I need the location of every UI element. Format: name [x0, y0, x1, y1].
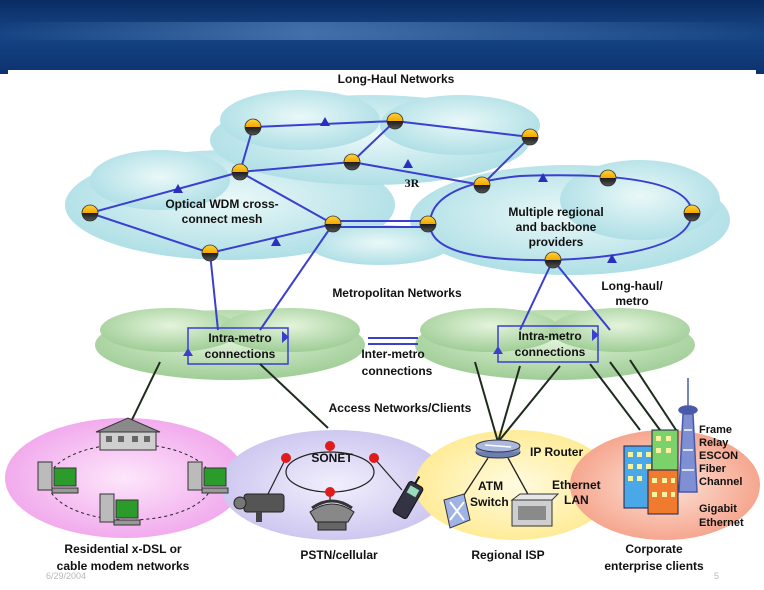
metro-cloud-right — [415, 308, 695, 380]
optical-wdm-label-line2: connect mesh — [182, 212, 263, 226]
fiber-channel-label-line2: Channel — [699, 476, 742, 488]
sonet-label: SONET — [311, 451, 353, 465]
node-disc-icon — [544, 251, 562, 269]
intra-metro-right-label-line2: connections — [515, 345, 586, 359]
residential-label-line2: cable modem networks — [57, 559, 190, 573]
node-disc-icon — [81, 204, 99, 222]
camera-icon — [233, 493, 285, 522]
node-disc-icon — [231, 163, 249, 181]
node-disc-icon — [419, 215, 437, 233]
node-disc-icon — [324, 215, 342, 233]
multiple-regional-label-line2: and backbone — [516, 220, 597, 234]
intra-metro-box-right — [493, 325, 599, 363]
triangle-marker-icon — [271, 237, 281, 246]
footer-date: 6/29/2004 — [46, 571, 86, 581]
inter-metro-link — [368, 337, 418, 345]
access-links — [127, 359, 677, 443]
long-haul-networks-label: Long-Haul Networks — [338, 72, 455, 86]
access-networks-label: Access Networks/Clients — [329, 401, 472, 415]
office-buildings-icon — [623, 429, 679, 515]
header-band — [0, 0, 764, 74]
node-disc-icon — [386, 112, 404, 130]
computer-icon — [37, 461, 79, 494]
triangle-marker-icon — [320, 117, 330, 126]
node-disc-icon — [521, 128, 539, 146]
node-disc-icon — [343, 153, 361, 171]
node-disc-icon — [599, 169, 617, 187]
intra-metro-right-label-line1: Intra-metro — [518, 329, 581, 343]
inter-metro-label-line1: Inter-metro — [361, 347, 424, 361]
residential-label-line1: Residential x-DSL or — [64, 542, 181, 556]
radio-tower-icon — [678, 378, 698, 493]
triangle-marker-icon — [403, 159, 413, 168]
frame-relay-label-line1: Frame — [699, 424, 732, 436]
footer-page-number: 5 — [714, 571, 719, 581]
ethernet-lan-label-line1: Ethernet — [552, 478, 601, 492]
intra-metro-box-left — [183, 327, 289, 365]
long-haul-cloud — [65, 90, 730, 275]
computer-icon — [187, 461, 229, 494]
intra-metro-left-label-line1: Intra-metro — [208, 331, 271, 345]
metropolitan-networks-label: Metropolitan Networks — [332, 286, 462, 300]
residential-cloud — [5, 418, 245, 538]
triangle-marker-icon — [173, 184, 183, 193]
network-nodes — [81, 112, 701, 269]
sonet-ring — [267, 441, 403, 502]
corporate-label-line1: Corporate — [625, 542, 683, 556]
long-haul-metro-label-line2: metro — [615, 294, 648, 308]
triangle-marker-icon — [607, 254, 617, 263]
ethernet-lan-icon — [510, 493, 560, 527]
intra-metro-left-label-line2: connections — [205, 347, 276, 361]
atm-switch-icon — [443, 493, 471, 529]
optical-wdm-label-line1: Optical WDM cross- — [165, 197, 278, 211]
fiber-channel-label-line1: Fiber — [699, 463, 727, 475]
atm-switch-label-line2: Switch — [470, 495, 509, 509]
telephone-icon — [309, 499, 355, 531]
node-disc-icon — [473, 176, 491, 194]
node-disc-icon — [683, 204, 701, 222]
frame-relay-label-line2: Relay — [699, 437, 729, 449]
ip-router-label: IP Router — [530, 445, 583, 459]
gigabit-ethernet-label-line1: Gigabit — [699, 503, 737, 515]
inter-metro-label-line2: connections — [362, 364, 433, 378]
node-disc-icon — [201, 244, 219, 262]
metro-cloud-left — [95, 308, 365, 380]
computer-icon — [99, 493, 141, 526]
multiple-regional-label-line1: Multiple regional — [508, 205, 603, 219]
isp-links — [461, 457, 531, 499]
triangle-marker-icon — [538, 173, 548, 182]
regional-isp-label: Regional ISP — [471, 548, 544, 562]
ethernet-lan-label-line2: LAN — [564, 493, 589, 507]
multiple-regional-label-line3: providers — [529, 235, 584, 249]
router-icon — [475, 439, 521, 459]
atm-switch-label-line1: ATM — [478, 479, 503, 493]
triangle-markers — [173, 117, 617, 263]
escon-label: ESCON — [699, 450, 738, 462]
corporate-label-line2: enterprise clients — [604, 559, 704, 573]
pstn-label: PSTN/cellular — [300, 548, 378, 562]
three-r-label: 3R — [405, 176, 420, 190]
long-haul-metro-label-line1: Long-haul/ — [601, 279, 663, 293]
house-icon — [95, 417, 161, 451]
gigabit-ethernet-label-line2: Ethernet — [699, 517, 744, 529]
node-disc-icon — [244, 118, 262, 136]
cellphone-icon — [392, 475, 424, 519]
